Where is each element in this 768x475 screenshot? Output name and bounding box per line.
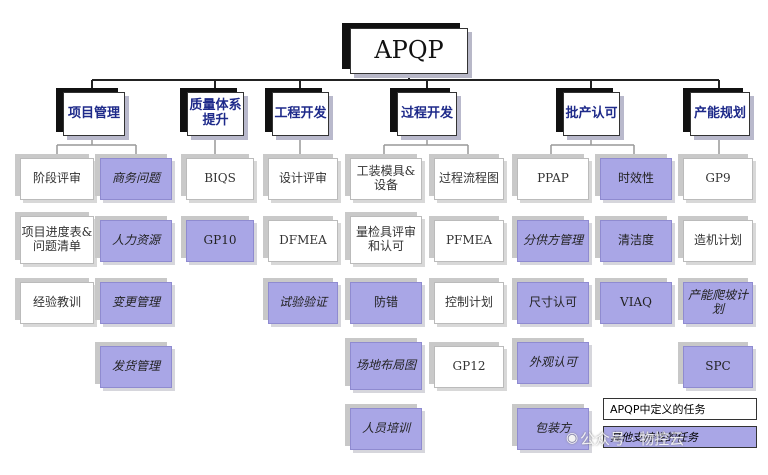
task-human-resources: 人力资源 <box>100 220 172 262</box>
category-capacity-planning: 产能规划 <box>690 92 750 136</box>
wechat-icon: ◉ <box>566 430 579 446</box>
task-timeliness: 时效性 <box>600 158 672 200</box>
task-gp10: GP10 <box>186 220 254 262</box>
task-gp9: GP9 <box>683 158 753 200</box>
category-project-management: 项目管理 <box>63 92 125 136</box>
task-lessons-learned: 经验教训 <box>20 282 94 324</box>
task-personnel-training: 人员培训 <box>350 408 422 450</box>
task-appearance-approval: 外观认可 <box>517 342 589 384</box>
task-machine-plan: 造机计划 <box>683 220 753 262</box>
legend-support-tasks: 其他支持性的任务 <box>603 426 757 448</box>
task-cleanliness: 清洁度 <box>600 220 672 262</box>
task-stage-review: 阶段评审 <box>20 158 94 200</box>
task-gauge-review: 量检具评审和认可 <box>350 216 422 264</box>
task-capacity-ramp-plan: 产能爬坡计划 <box>683 282 753 324</box>
task-test-validation: 试验验证 <box>268 282 338 324</box>
task-process-flow-chart: 过程流程图 <box>434 158 504 200</box>
watermark: 公众号 · 物控云 <box>580 430 685 448</box>
category-quality-system: 质量体系提升 <box>187 92 244 136</box>
task-schedule-issue-list: 项目进度表&问题清单 <box>20 216 94 264</box>
task-gp12: GP12 <box>434 346 504 388</box>
legend-apqp-defined-tasks: APQP中定义的任务 <box>603 398 757 420</box>
task-pfmea: PFMEA <box>434 220 504 262</box>
task-biqs: BIQS <box>186 158 254 200</box>
task-change-management: 变更管理 <box>100 282 172 324</box>
task-ppap: PPAP <box>517 158 589 200</box>
task-error-proofing: 防错 <box>350 282 422 324</box>
task-control-plan: 控制计划 <box>434 282 504 324</box>
task-packaging: 包装方 <box>517 408 589 450</box>
task-design-review: 设计评审 <box>268 158 338 200</box>
task-spc: SPC <box>683 346 753 388</box>
task-tooling-equipment: 工装模具&设备 <box>350 158 422 200</box>
category-production-approval: 批产认可 <box>563 92 620 136</box>
task-supplier-management: 分供方管理 <box>517 220 589 262</box>
task-site-layout: 场地布局图 <box>350 342 422 390</box>
task-delivery-management: 发货管理 <box>100 346 172 388</box>
task-dfmea: DFMEA <box>268 220 338 262</box>
category-process-development: 过程开发 <box>397 92 457 136</box>
root-apqp: APQP <box>350 28 468 74</box>
task-dimension-approval: 尺寸认可 <box>517 282 589 324</box>
task-business-issues: 商务问题 <box>100 158 172 200</box>
category-engineering-development: 工程开发 <box>272 92 329 136</box>
task-viaq: VIAQ <box>600 282 672 324</box>
